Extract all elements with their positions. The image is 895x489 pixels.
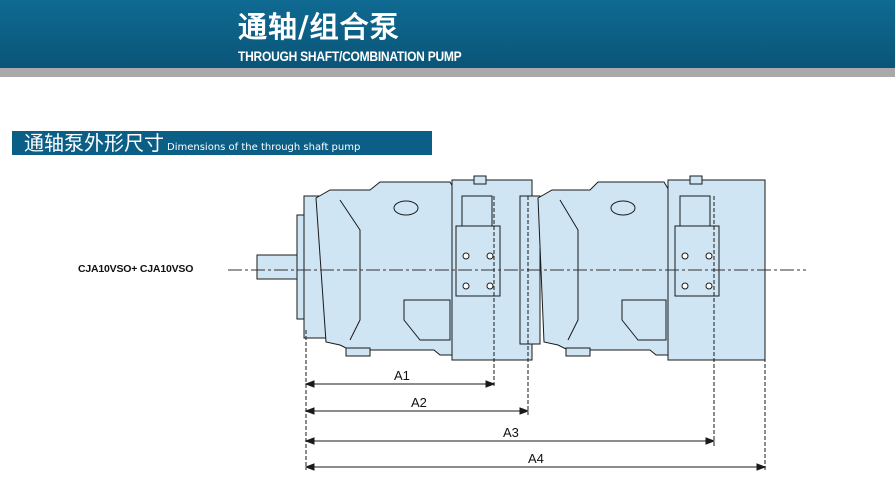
pump1-valve-block [461, 195, 493, 227]
model-label: CJA10VSO+ CJA10VSO [78, 263, 194, 275]
bolt-icon [681, 252, 689, 260]
pump1-gauge-port [393, 200, 419, 216]
pump1-body [315, 181, 457, 356]
section-title-en: Dimensions of the through shaft pump [167, 142, 361, 153]
dimension-label-a4: A4 [528, 451, 544, 466]
arrow-icon [705, 437, 716, 445]
pump2-drain-port [565, 347, 591, 357]
dimension-label-a2: A2 [411, 395, 427, 410]
header-banner [0, 0, 895, 68]
bolt-icon [681, 282, 689, 290]
pump2-top-port [689, 175, 703, 185]
section-header-bar [12, 131, 432, 155]
bolt-icon [462, 282, 470, 290]
arrow-icon [304, 437, 315, 445]
page-subtitle: THROUGH SHAFT/COMBINATION PUMP [238, 48, 462, 64]
page-title: 通轴/组合泵 [238, 10, 400, 44]
pump1-pocket [403, 299, 451, 341]
pump2-body [537, 181, 671, 356]
pump1-drain-port [345, 347, 371, 357]
arrow-icon [304, 380, 315, 388]
pump2-gauge-port [610, 200, 636, 216]
arrow-icon [756, 463, 767, 471]
arrow-icon [304, 407, 315, 415]
dimension-label-a3: A3 [503, 425, 519, 440]
arrow-icon [485, 380, 496, 388]
bolt-icon [705, 252, 713, 260]
arrow-icon [519, 407, 530, 415]
input-shaft [256, 254, 298, 280]
pump2-valve-block [679, 195, 711, 227]
pump2-pocket [621, 299, 667, 341]
dimension-label-a1: A1 [394, 368, 410, 383]
pump1-top-port [473, 175, 487, 185]
bolt-icon [486, 252, 494, 260]
bolt-icon [462, 252, 470, 260]
bolt-icon [486, 282, 494, 290]
arrow-icon [304, 463, 315, 471]
section-title-cn: 通轴泵外形尺寸 [24, 131, 164, 155]
header-underline [0, 68, 895, 77]
pump1-body-contour [339, 199, 361, 341]
pump2-body-contour [559, 199, 579, 341]
bolt-icon [705, 282, 713, 290]
